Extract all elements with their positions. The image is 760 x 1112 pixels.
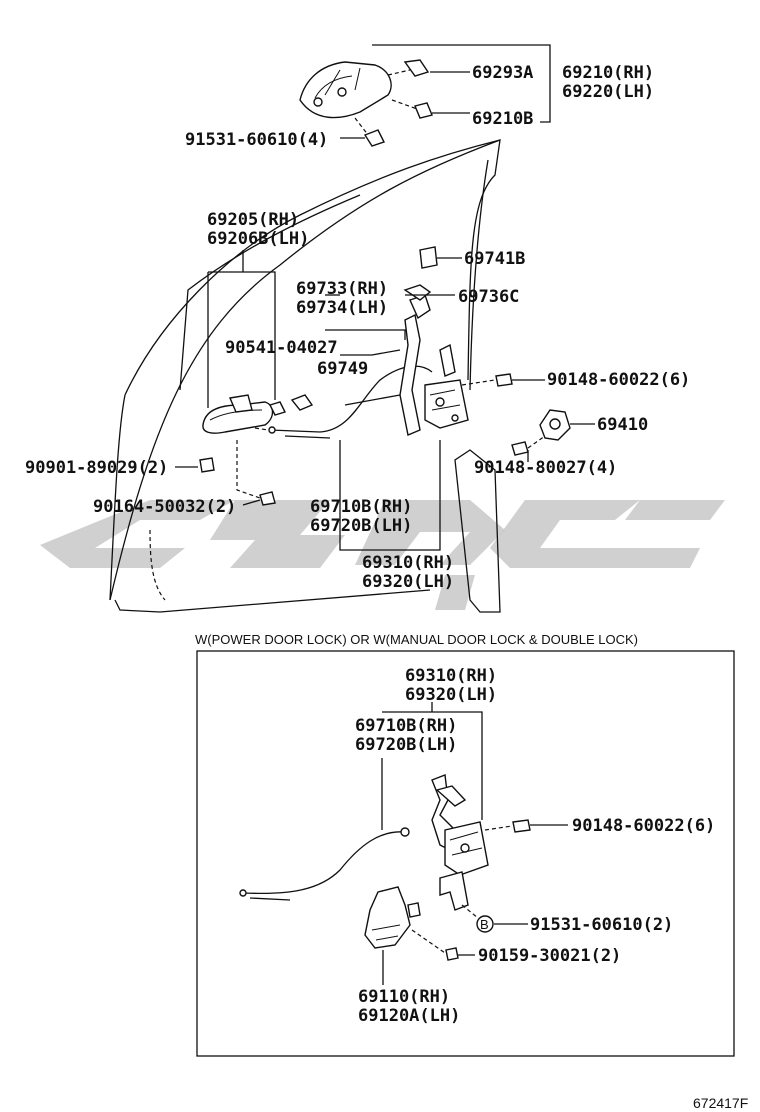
label-69210-rh: 69210(RH) (562, 63, 654, 83)
inset-label-69320-lh: 69320(LH) (405, 685, 497, 705)
inset-frame (196, 650, 735, 1057)
inset-lock-cylinder (364, 886, 459, 961)
inset-caption: W(POWER DOOR LOCK) OR W(MANUAL DOOR LOCK… (195, 632, 638, 647)
inset-label-69110-rh: 69110(RH) (358, 987, 450, 1007)
label-90148-6-top: 90148-60022(6) (547, 370, 690, 390)
inset-leaders (381, 702, 568, 985)
door-lock-striker (511, 409, 595, 462)
label-90901: 90901-89029(2) (25, 458, 168, 478)
label-69736C: 69736C (458, 287, 519, 307)
door-lock-assembly (399, 246, 513, 436)
label-69320-lh-top: 69320(LH) (362, 572, 454, 592)
inside-handle-assembly (199, 394, 314, 506)
lock-assembly-leaders (325, 257, 545, 381)
inset-label-91531-2: 91531-60610(2) (530, 915, 673, 935)
inset-label-90148-6: 90148-60022(6) (572, 816, 715, 836)
label-69720B-lh-top: 69720B(LH) (310, 516, 412, 536)
inset-label-90159: 90159-30021(2) (478, 946, 621, 966)
label-69206B-lh: 69206B(LH) (207, 229, 309, 249)
label-69741B: 69741B (464, 249, 525, 269)
label-69220-lh: 69220(LH) (562, 82, 654, 102)
label-69410: 69410 (597, 415, 648, 435)
label-69749: 69749 (317, 359, 368, 379)
label-69205-rh: 69205(RH) (207, 210, 299, 230)
label-69293A: 69293A (472, 63, 533, 83)
watermark-logo (40, 500, 725, 610)
inset-label-69310-rh: 69310(RH) (405, 666, 497, 686)
diagram-id: 672417F (693, 1095, 748, 1111)
label-69734-lh: 69734(LH) (296, 298, 388, 318)
control-cables (268, 365, 441, 551)
inset-lock-assembly (431, 774, 531, 933)
inset-label-69720B-lh: 69720B(LH) (355, 735, 457, 755)
label-90148-4: 90148-80027(4) (474, 458, 617, 478)
outside-handle-assembly (299, 59, 433, 147)
inset-label-69120A-lh: 69120A(LH) (358, 1006, 460, 1026)
inset-labels: W(POWER DOOR LOCK) OR W(MANUAL DOOR LOCK… (195, 632, 715, 1026)
label-90164: 90164-50032(2) (93, 497, 236, 517)
door-frame-outline (109, 139, 501, 613)
label-69310-rh-top: 69310(RH) (362, 553, 454, 573)
outside-handle-leaders (340, 44, 551, 139)
label-91531-4: 91531-60610(4) (185, 130, 328, 150)
inset-label-69710B-rh: 69710B(RH) (355, 716, 457, 736)
label-90541: 90541-04027 (225, 338, 338, 358)
parts-labels: 69293A 69210(RH) 69220(LH) 69210B 91531-… (25, 63, 690, 592)
label-69733-rh: 69733(RH) (296, 279, 388, 299)
label-69210B: 69210B (472, 109, 533, 129)
label-69710B-rh-top: 69710B(RH) (310, 497, 412, 517)
inset-marker-b: B (480, 917, 489, 932)
inset-cable (239, 827, 410, 901)
inside-handle-leaders (175, 250, 340, 506)
